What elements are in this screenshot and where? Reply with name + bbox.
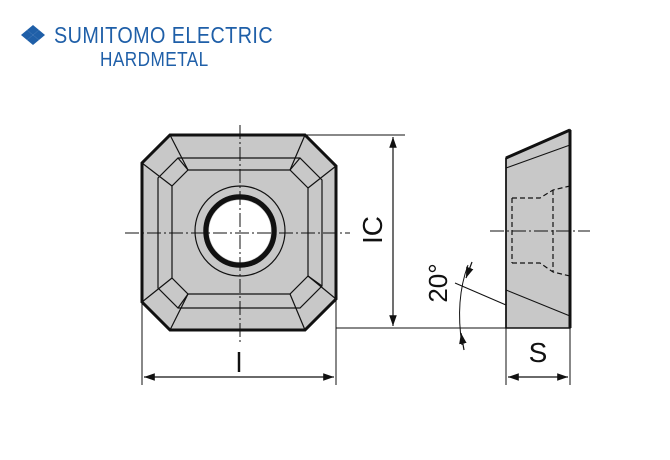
thickness-label: S [529,337,548,368]
brand-subname: HARDMETAL [100,49,209,71]
clearance-angle-label: 20° [423,263,453,302]
dimension-clearance-angle: 20° [423,261,507,351]
inscribed-circle-label: IC [357,216,388,244]
brand-name: SUMITOMO ELECTRIC [54,22,274,48]
dimension-edge-length: l [144,347,334,381]
dimension-inscribed-circle: IC [357,137,397,326]
sumitomo-diamond-icon [21,25,45,45]
insert-top-view [125,125,350,345]
insert-side-view [490,128,590,329]
dimension-thickness: S [507,337,568,381]
brand-logo: SUMITOMO ELECTRIC HARDMETAL [18,20,278,72]
edge-length-label: l [236,347,242,378]
